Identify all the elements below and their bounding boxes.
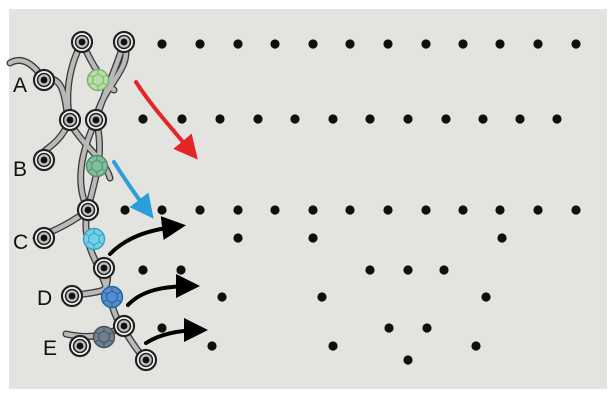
grid-dot [384,323,393,332]
grid-dot [571,39,580,48]
grid-dot [308,233,317,242]
loop-a [34,70,54,90]
grid-dot [383,205,392,214]
grid-dot [403,355,412,364]
loop-center-dot [67,117,74,124]
grid-dot [471,341,480,350]
grid-dot [215,114,224,123]
grid-dot [157,323,166,332]
grid-dot [233,39,242,48]
grid-dot [458,39,467,48]
grid-dot [571,205,580,214]
grid-dot [270,39,279,48]
grid-dot [365,265,374,274]
grid-dot [403,114,412,123]
loop-c [34,228,54,248]
loop-center-dot [143,357,150,364]
loop-top-1 [72,32,92,52]
grid-dot [253,114,262,123]
grid-dot [421,39,430,48]
grid-dot [308,205,317,214]
loop-center-dot [41,77,48,84]
loop-d-tail [114,316,134,336]
grid-dot [233,205,242,214]
grid-dot [270,205,279,214]
loop-d [62,286,82,306]
grid-dot [290,114,299,123]
grid-dot [495,205,504,214]
grid-dot [458,205,467,214]
loop-c-tail [94,258,114,278]
grid-dot [176,265,185,274]
polyhedron-c [84,229,105,250]
grid-dot [328,341,337,350]
loop-top-2 [114,32,134,52]
loop-row3 [78,200,98,220]
grid-dot [138,114,147,123]
loop-center-dot [41,157,48,164]
grid-dot [533,39,542,48]
label-d: D [37,287,52,310]
grid-dot [421,205,430,214]
label-b: B [13,158,27,181]
grid-dot [345,39,354,48]
polyhedron-a [88,70,109,91]
loop-center-dot [85,207,92,214]
grid-dot [495,39,504,48]
grid-dot [233,233,242,242]
grid-dot [515,114,524,123]
polyhedron-d [102,287,123,308]
loop-center-dot [121,323,128,330]
grid-dot [328,114,337,123]
grid-dot [441,114,450,123]
polyhedron-e [94,327,115,348]
grid-dot [439,265,448,274]
loop-b [34,150,54,170]
grid-dot [533,205,542,214]
grid-dot [403,265,412,274]
grid-dot [481,292,490,301]
label-c: C [13,231,28,254]
loop-center-dot [41,235,48,242]
grid-dot [365,114,374,123]
grid-dot [217,292,226,301]
grid-dot [552,114,561,123]
grid-dot [177,114,186,123]
polyhedron-b [87,156,108,177]
grid-dot [195,39,204,48]
grid-dot [138,265,147,274]
label-a: A [13,74,27,97]
grid-dot [207,341,216,350]
label-e: E [43,337,57,360]
loop-e-tail [136,350,156,370]
loop-center-dot [93,117,100,124]
grid-dot [120,205,129,214]
loop-e [70,336,90,356]
grid-dot [157,205,166,214]
grid-dot [317,292,326,301]
grid-dot [308,39,317,48]
loop-center-dot [77,343,84,350]
loop-row2-1 [60,110,80,130]
grid-dot [422,323,431,332]
grid-dot [195,205,204,214]
loop-center-dot [121,39,128,46]
loop-row2-2 [86,110,106,130]
grid-dot [383,39,392,48]
grid-dot [478,114,487,123]
grid-dot [157,39,166,48]
grid-dot [345,205,354,214]
grid-dot [497,233,506,242]
loop-center-dot [69,293,76,300]
loop-center-dot [79,39,86,46]
loop-center-dot [101,265,108,272]
